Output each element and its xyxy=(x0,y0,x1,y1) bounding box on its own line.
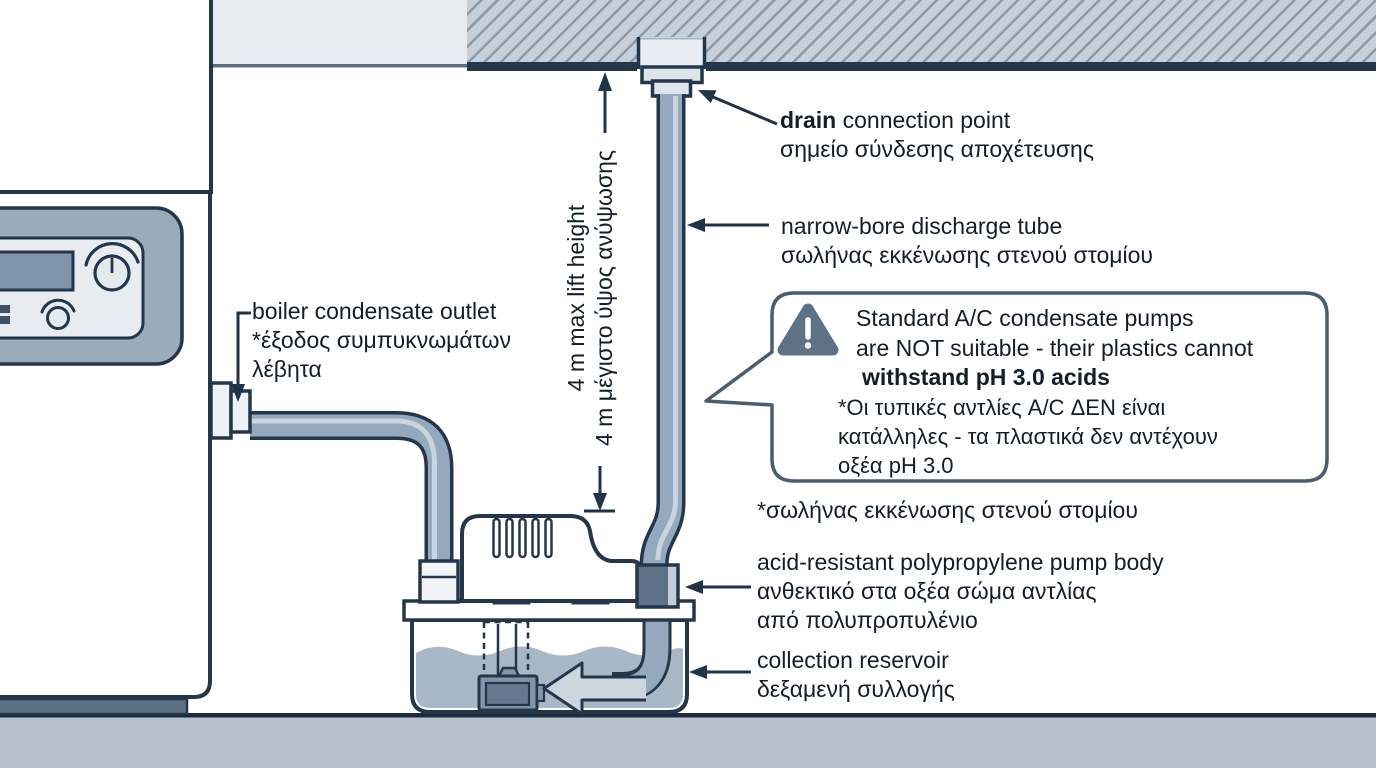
drain-label-el: σημείο σύνδεσης αποχέτευσης xyxy=(780,136,1094,162)
ceiling-hatched-section xyxy=(467,0,1376,62)
dimension-arrow-up xyxy=(598,72,612,91)
pump-body-leader-arrow xyxy=(685,580,751,594)
discharge-tube-label-el: σωλήνας εκκένωσης στενού στομίου xyxy=(781,242,1153,268)
reservoir-label: collection reservoir δεξαμενή συλλογής xyxy=(757,646,955,704)
reservoir-label-el: δεξαμενή συλλογής xyxy=(757,676,955,702)
panel-button xyxy=(0,305,10,313)
boiler-outlet-label: boiler condensate outlet *έξοδος συμπυκν… xyxy=(252,297,511,384)
pump-outlet-fitting xyxy=(635,563,680,609)
warning-el-line1: *Οι τυπικές αντλίες A/C ΔΕΝ είναι xyxy=(838,395,1166,420)
drain-connection-fitting xyxy=(636,37,707,98)
condensate-inlet-pipe xyxy=(209,381,454,570)
boiler-outlet-label-en: boiler condensate outlet xyxy=(252,298,497,324)
boiler-control-panel xyxy=(0,206,184,366)
drain-word-bold: drain xyxy=(780,107,837,133)
flow-direction-arrow xyxy=(542,661,646,716)
warning-el-line2: κατάλληλες - τα πλαστικά δεν αντέχουν xyxy=(838,424,1218,449)
boiler xyxy=(0,0,213,716)
floor-edge-line xyxy=(0,713,1376,718)
lift-height-label: 4 m max lift height 4 m μέγιστο ύψος ανύ… xyxy=(562,98,620,498)
hidden-suction-tube xyxy=(482,620,530,683)
condensate-pump xyxy=(402,514,696,716)
reservoir-label-en: collection reservoir xyxy=(757,647,949,673)
tank-inlet-fitting xyxy=(418,559,460,604)
warning-en-line1: Standard A/C condensate pumps xyxy=(856,305,1194,331)
outlet-wall-fitting-nut xyxy=(229,389,252,434)
pump-body-label-el1: ανθεκτικό στα οξέα σώμα αντλίας xyxy=(757,578,1097,604)
warning-en-line3-bold: withstand pH 3.0 acids xyxy=(862,364,1110,390)
pump-body-label: acid-resistant polypropylene pump body α… xyxy=(757,548,1164,635)
discharge-tube-label-en: narrow-bore discharge tube xyxy=(781,213,1063,239)
boiler-outlet-label-el2: λέβητα xyxy=(252,356,322,382)
outlet-wall-fitting xyxy=(209,381,233,440)
ceiling-edge xyxy=(212,62,1376,71)
pump-vent-slots xyxy=(492,517,553,559)
warning-callout xyxy=(704,291,1329,483)
discharge-tube xyxy=(639,94,686,567)
boiler-display-screen xyxy=(0,250,75,292)
discharge-tube-label: narrow-bore discharge tube σωλήνας εκκέν… xyxy=(781,212,1153,270)
warning-en-line2: are NOT suitable - their plastics cannot xyxy=(856,334,1254,361)
warning-text-en: Standard A/C condensate pumps are NOT su… xyxy=(856,304,1253,393)
warning-text-el: *Οι τυπικές αντλίες A/C ΔΕΝ είναι κατάλλ… xyxy=(838,393,1218,480)
lift-height-dimension xyxy=(584,72,615,513)
boiler-plinth xyxy=(0,697,189,716)
lift-height-label-en: 4 m max lift height xyxy=(563,204,589,392)
pump-body-label-el2: από πολυπροπυλένιο xyxy=(757,607,978,633)
reservoir-leader-arrow xyxy=(689,665,751,679)
discharge-tube-leader-arrow xyxy=(687,218,769,232)
drain-label-en: connection point xyxy=(836,107,1011,133)
pump-body xyxy=(460,514,642,603)
boiler-knob-small xyxy=(46,306,70,330)
lift-height-label-el: 4 m μέγιστο ύψος ανύψωσης xyxy=(591,149,617,447)
floor xyxy=(0,716,1376,768)
submerged-pump-unit xyxy=(477,666,546,712)
warning-el-line3: οξέα pH 3.0 xyxy=(838,453,954,478)
boiler-outlet-leader-arrow xyxy=(231,311,251,402)
drain-connection-label: drain connection point σημείο σύνδεσης α… xyxy=(780,106,1094,164)
drain-leader-arrow xyxy=(698,90,778,126)
panel-button xyxy=(0,316,10,324)
discharge-footnote-label: *σωλήνας εκκένωσης στενού στομίου xyxy=(757,496,1138,525)
discharge-footnote-el: *σωλήνας εκκένωσης στενού στομίου xyxy=(757,497,1138,523)
dimension-arrow-down xyxy=(593,493,607,511)
pump-body-label-en: acid-resistant polypropylene pump body xyxy=(757,549,1164,575)
leader-arrows xyxy=(231,90,778,679)
boiler-outlet-label-el1: *έξοδος συμπυκνωμάτων xyxy=(252,327,511,353)
ceiling-light-band xyxy=(212,0,467,66)
warning-triangle-icon xyxy=(777,303,839,356)
